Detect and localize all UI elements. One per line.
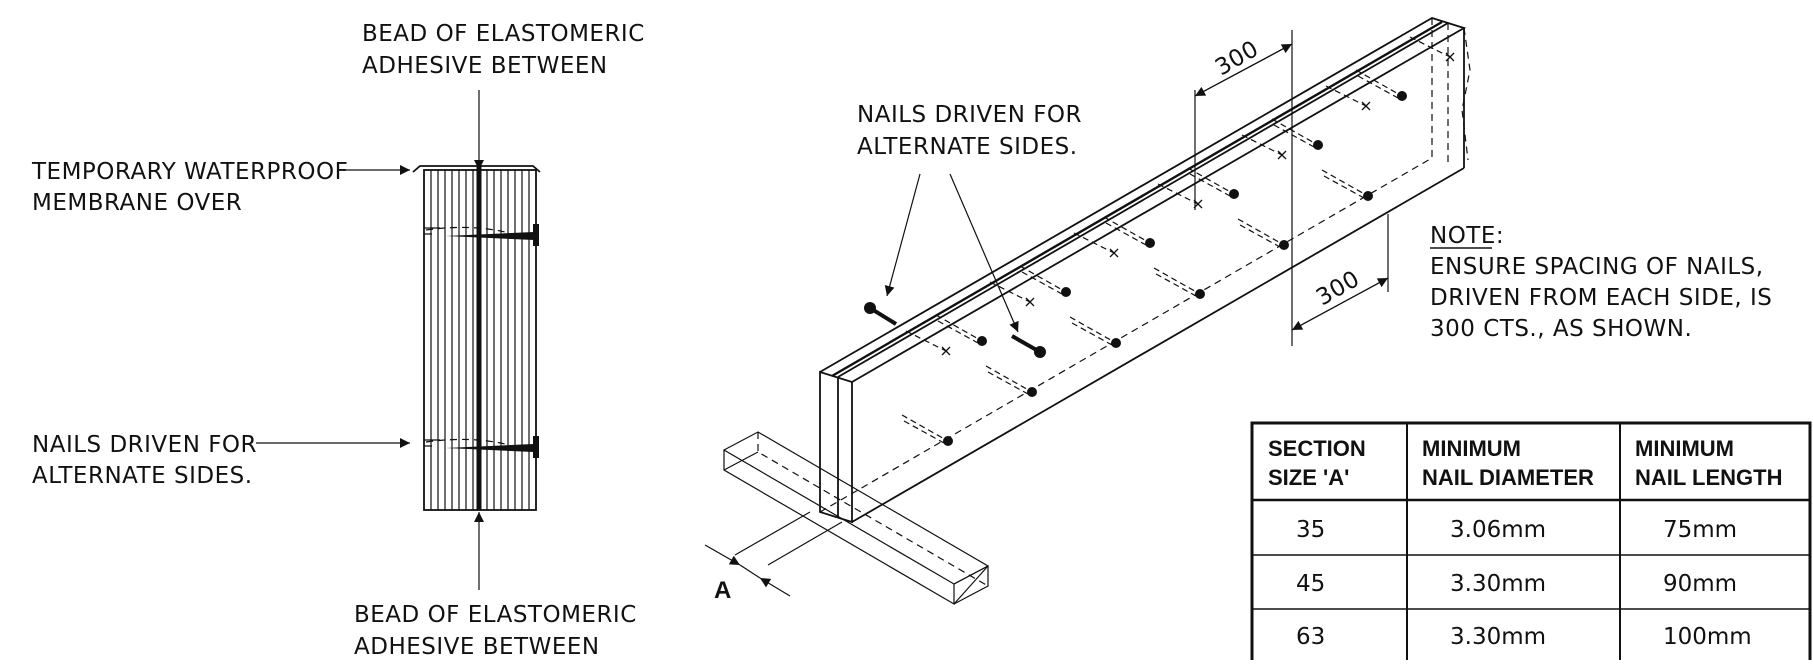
note-title: NOTE: [1430, 223, 1504, 249]
cell-length-63: 100mm [1663, 624, 1752, 650]
note-block: NOTE: ENSURE SPACING OF NAILS, DRIVEN FR… [1430, 223, 1772, 342]
nail-shank [987, 371, 1029, 395]
nail-shank [1153, 267, 1201, 295]
nail-shank [1323, 175, 1365, 199]
nails-iso-label-1: NAILS DRIVEN FOR [857, 102, 1082, 128]
nail-shank [1409, 36, 1451, 58]
nail-shank [1105, 222, 1147, 246]
cell-diameter-35: 3.06mm [1450, 517, 1546, 543]
nail-shank [1071, 322, 1113, 346]
nail-shank [1019, 265, 1067, 293]
nails-left-label-2: ALTERNATE SIDES. [32, 463, 253, 489]
cell-diameter-63: 3.30mm [1450, 624, 1546, 650]
dim-a-text: A [714, 577, 731, 604]
nail-shank [903, 420, 945, 444]
nail-shank [1273, 124, 1315, 148]
nails-iso-arrow-left [884, 173, 921, 297]
nail-shank [1069, 316, 1117, 344]
nail-shank [905, 330, 947, 352]
nail-shank [1325, 85, 1367, 107]
nail-shank [1103, 216, 1151, 244]
cell-diameter-45: 3.30mm [1450, 571, 1546, 597]
section-nail-lower [424, 436, 539, 458]
nail-shank [1189, 173, 1231, 197]
cell-size-45: 45 [1296, 571, 1325, 597]
th-diameter-2: NAIL DIAMETER [1422, 465, 1594, 490]
th-length-1: MINIMUM [1635, 436, 1734, 461]
nail-shank [1157, 183, 1199, 205]
note-line-1: ENSURE SPACING OF NAILS, [1430, 254, 1764, 280]
nail-shank [989, 281, 1031, 303]
membrane-label-1: TEMPORARY WATERPROOF [31, 159, 348, 185]
bead-bottom-label-1: BEAD OF ELASTOMERIC [354, 602, 637, 628]
driven-nail-right [1011, 334, 1046, 358]
base-sleeper [722, 431, 990, 606]
nail-shank [1239, 224, 1281, 248]
section-nail-upper [424, 224, 539, 246]
nail-shank [1187, 167, 1235, 195]
nail-shank [935, 314, 983, 342]
dim-300-top-text: 300 [1211, 36, 1263, 81]
th-section-2: SIZE 'A' [1268, 465, 1349, 490]
nail-shank [1355, 69, 1403, 97]
nail-shank [1073, 232, 1115, 254]
section-view: BEAD OF ELASTOMERIC ADHESIVE BETWEEN TEM… [31, 21, 645, 660]
nail-shank [1357, 75, 1399, 99]
cell-length-45: 90mm [1663, 571, 1737, 597]
nails-iso-arrow-right [949, 173, 1019, 333]
cell-size-63: 63 [1296, 624, 1325, 650]
nails-left-label-1: NAILS DRIVEN FOR [32, 432, 257, 458]
nail-spec-table: SECTION SIZE 'A' MINIMUM NAIL DIAMETER M… [1250, 421, 1812, 665]
th-section-1: SECTION [1268, 436, 1366, 461]
note-line-3: 300 CTS., AS SHOWN. [1430, 316, 1692, 342]
nail-shank [901, 414, 949, 442]
th-diameter-1: MINIMUM [1422, 436, 1521, 461]
isometric-nails [901, 36, 1455, 446]
cell-size-35: 35 [1296, 517, 1325, 543]
nail-shank [985, 365, 1033, 393]
dimension-300-top: 300 [1194, 30, 1293, 210]
isometric-view: NAILS DRIVEN FOR ALTERNATE SIDES. 300 30… [704, 17, 1471, 606]
nails-iso-label-2: ALTERNATE SIDES. [857, 134, 1078, 160]
nail-shank [1021, 271, 1063, 295]
driven-nail-left [864, 302, 898, 326]
membrane-label-2: MEMBRANE OVER [32, 190, 242, 216]
bead-top-label-1: BEAD OF ELASTOMERIC [362, 21, 645, 47]
note-line-2: DRIVEN FROM EACH SIDE, IS [1430, 285, 1772, 311]
beam-back-laminate [831, 20, 1449, 517]
nail-shank [1237, 218, 1285, 246]
th-length-2: NAIL LENGTH [1635, 465, 1782, 490]
bead-bottom-label-2: ADHESIVE BETWEEN [354, 634, 600, 660]
timber-grain-hatch [430, 170, 530, 510]
nail-shank [1321, 169, 1369, 197]
nail-shank [937, 320, 979, 344]
dimension-300-bottom: 300 [1291, 152, 1389, 346]
bead-top-label-2: ADHESIVE BETWEEN [362, 53, 608, 79]
nail-shank [1155, 273, 1197, 297]
beam-front-face [819, 17, 1467, 524]
nail-shank [1241, 134, 1283, 156]
nail-shank [1271, 118, 1319, 146]
dimension-a: A [704, 511, 843, 604]
beam-end-break [1461, 27, 1471, 161]
cell-length-35: 75mm [1663, 517, 1737, 543]
